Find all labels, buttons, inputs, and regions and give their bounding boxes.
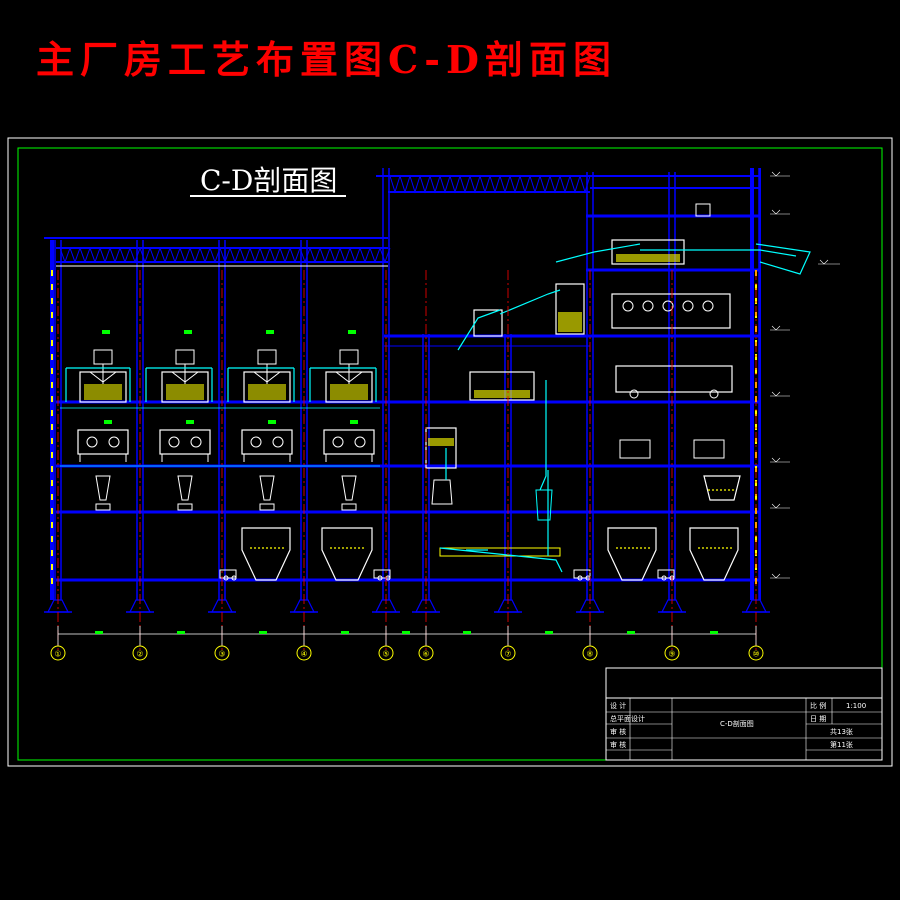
tb-row-3: 审 核 <box>610 727 626 736</box>
axis-label-3: ③ <box>218 650 225 659</box>
axis-bubble-2: ② <box>132 642 148 661</box>
tb-drawing-name: C-D剖面图 <box>720 719 754 728</box>
axis-bubble-10: ⑩ <box>748 642 764 661</box>
hopper-4 <box>689 527 739 581</box>
building-structure <box>44 168 770 613</box>
hopper-bins <box>241 475 741 581</box>
roof-truss-left <box>44 237 391 264</box>
axis-label-4: ④ <box>300 650 307 659</box>
axis-bubble-5: ⑤ <box>378 642 394 661</box>
axis-label-2: ② <box>136 650 143 659</box>
hopper-3 <box>607 527 657 581</box>
axis-bubble-8: ⑧ <box>582 642 598 661</box>
tb-row-1: 设 计 <box>610 701 626 710</box>
tb-sheet-no: 第11张 <box>830 740 853 749</box>
axis-bubble-1: ① <box>50 642 66 661</box>
axis-bubble-7: ⑦ <box>500 642 516 661</box>
axis-label-9: ⑨ <box>668 650 675 659</box>
hopper-1 <box>241 527 291 581</box>
axis-label-7: ⑦ <box>504 650 511 659</box>
roof-truss-right <box>376 175 760 194</box>
axis-bubble-3: ③ <box>214 642 230 661</box>
inner-frame <box>17 147 883 761</box>
axis-bubble-6: ⑥ <box>418 642 434 661</box>
axis-bubble-4: ④ <box>296 642 312 661</box>
tb-scale-label: 比 例 <box>810 701 826 710</box>
grid-axes <box>57 270 757 650</box>
axis-label-8: ⑧ <box>586 650 593 659</box>
hopper-5 <box>703 475 741 501</box>
hopper-2 <box>321 527 373 581</box>
page-title: 主厂房工艺布置图C-D剖面图 <box>36 37 617 82</box>
section-title: C-D剖面图 <box>200 164 337 197</box>
axis-label-10: ⑩ <box>752 650 759 659</box>
elevation-markers <box>770 171 840 579</box>
axis-label-6: ⑥ <box>422 650 429 659</box>
dimension-marks <box>57 626 757 642</box>
equipment-layer <box>77 203 733 581</box>
outer-frame <box>7 137 893 767</box>
bin-room-walls <box>65 367 377 402</box>
tb-date-label: 日 期 <box>810 715 826 723</box>
axis-bubble-9: ⑨ <box>664 642 680 661</box>
tb-sheet-total: 共13张 <box>830 727 853 736</box>
axis-bubbles: ① ② ③ ④ ⑤ ⑥ ⑦ ⑧ ⑨ ⑩ <box>50 642 764 661</box>
tb-scale-value: 1:100 <box>846 702 866 710</box>
axis-label-5: ⑤ <box>382 650 389 659</box>
axis-label-1: ① <box>54 650 61 659</box>
tb-row-4: 审 核 <box>610 740 626 749</box>
tb-row-2: 总平面设计 <box>610 714 645 723</box>
pipework <box>60 243 811 573</box>
title-block: 设 计 总平面设计 审 核 审 核 C-D剖面图 比 例 1:100 日 期 共… <box>605 667 883 761</box>
